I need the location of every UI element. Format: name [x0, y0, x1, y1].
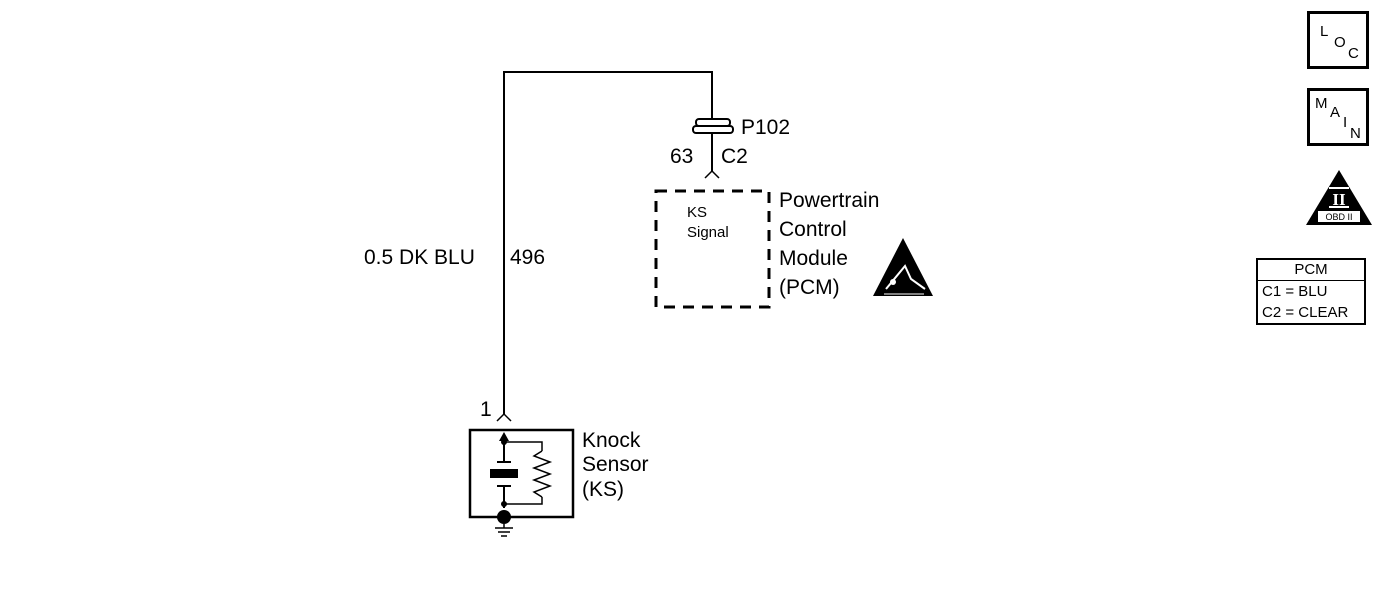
wire-496	[503, 71, 713, 414]
knock-sensor-name-line-1: Knock	[582, 429, 641, 452]
pcm-name-line-1: Powertrain	[779, 189, 879, 212]
obd-ii-button[interactable]: II OBD II	[1304, 168, 1374, 228]
knock-sensor-name-line-2: Sensor	[582, 453, 649, 476]
pcm-name-line-3: Module	[779, 247, 848, 270]
loc-letter-o: O	[1334, 34, 1346, 51]
obd-caption: OBD II	[1325, 212, 1352, 222]
main-letter-a: A	[1330, 104, 1341, 121]
knock-sensor-symbol	[490, 432, 553, 537]
connector-pin-c2: C2	[721, 145, 748, 168]
main-letter-n: N	[1350, 125, 1361, 142]
connector-p102-symbol	[692, 118, 734, 179]
loc-letter-c: C	[1348, 45, 1359, 62]
main-letter-m: M	[1315, 95, 1328, 112]
legend-row-c1: C1 = BLU	[1262, 283, 1328, 300]
obd-roman-numeral: II	[1332, 190, 1346, 209]
main-letter-i: I	[1343, 114, 1348, 131]
legend-title: PCM	[1258, 260, 1364, 281]
knock-sensor-name-line-3: (KS)	[582, 478, 624, 501]
pcm-name-line-2: Control	[779, 218, 847, 241]
main-button[interactable]: M A I N	[1307, 88, 1369, 146]
wire-gauge-color-label: 0.5 DK BLU	[364, 246, 475, 269]
esd-warning-icon	[873, 238, 933, 296]
pcm-module-box	[654, 189, 771, 309]
loc-letter-l: L	[1320, 23, 1329, 40]
connector-p102-label: P102	[741, 116, 790, 139]
knock-sensor-box	[468, 428, 575, 519]
legend-row-c2: C2 = CLEAR	[1262, 304, 1349, 321]
wire-circuit-number: 496	[510, 246, 545, 269]
pcm-name-line-4: (PCM)	[779, 276, 840, 299]
pcm-internal-label-1: KS	[687, 204, 707, 221]
loc-button[interactable]: L O C	[1307, 11, 1369, 69]
knock-sensor-pin-label: 1	[480, 398, 492, 421]
connector-pin-63: 63	[670, 145, 693, 168]
pcm-internal-label-2: Signal	[687, 224, 729, 241]
pcm-connector-legend: PCM C1 = BLU C2 = CLEAR	[1256, 258, 1366, 325]
